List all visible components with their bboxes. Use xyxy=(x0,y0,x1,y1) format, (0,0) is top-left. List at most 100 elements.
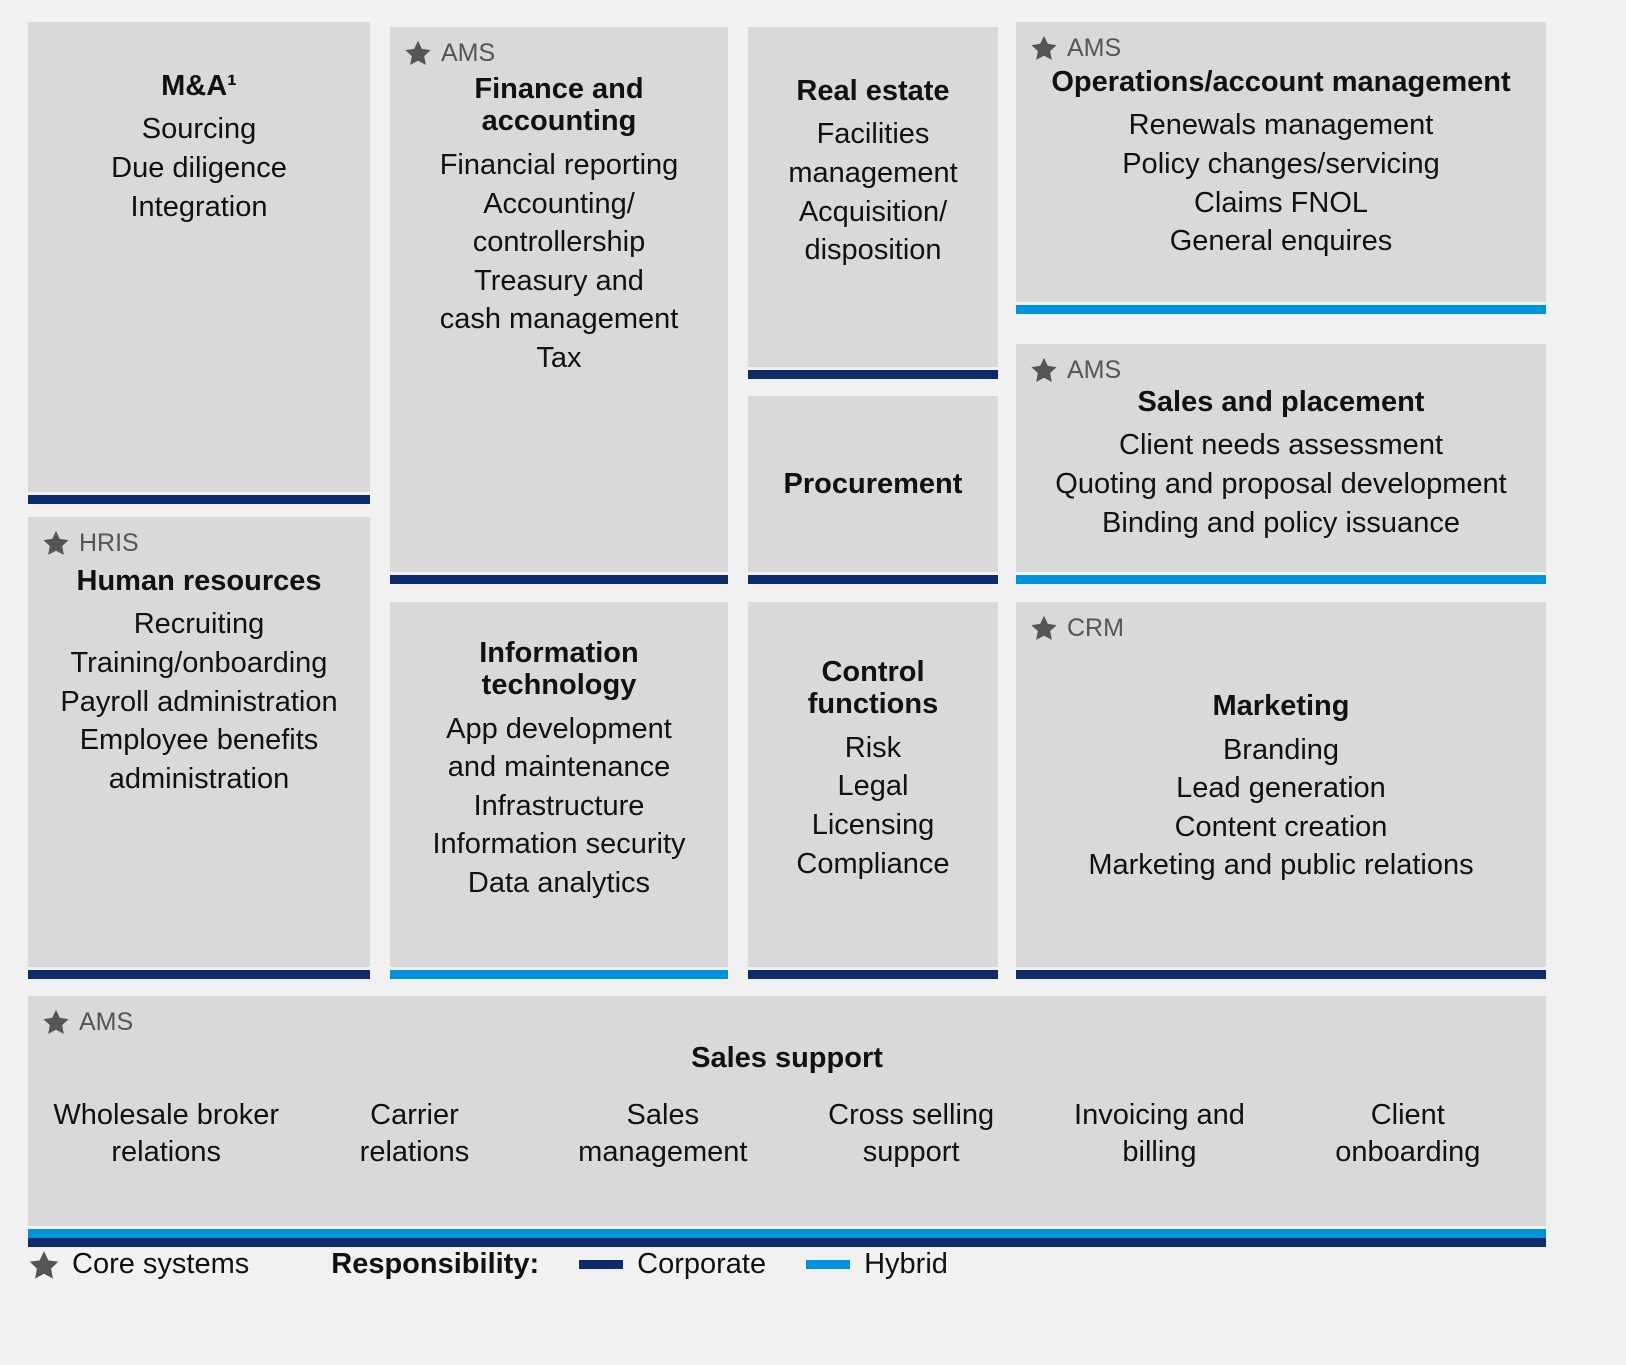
list-item: Treasury and cash management xyxy=(439,264,679,336)
list-item: App development and maintenance xyxy=(446,712,672,784)
panel-procurement[interactable]: Procurement xyxy=(748,396,998,584)
list-item: Cross selling support xyxy=(828,1099,995,1169)
star-icon xyxy=(1031,35,1057,60)
star-icon xyxy=(405,40,431,65)
legend-core-systems: Core systems xyxy=(28,1248,249,1281)
list-item: Client needs assessment xyxy=(1119,429,1443,462)
list-item: Employee benefits administration xyxy=(79,724,319,795)
panel-mergers-acquisitions[interactable]: M&A¹ Sourcing Due diligence Integration xyxy=(28,22,370,504)
list-item: Financial reporting xyxy=(439,148,679,181)
panel-real-estate[interactable]: Real estate Facilities management Acquis… xyxy=(748,27,998,379)
list-item: Quoting and proposal development xyxy=(1055,468,1507,501)
panel-body: Control functions Risk Legal Licensing C… xyxy=(748,602,998,967)
support-columns: Wholesale broker relations Carrier relat… xyxy=(28,1097,1546,1171)
list-item: General enquires xyxy=(1169,225,1393,258)
panel-control-functions[interactable]: Control functions Risk Legal Licensing C… xyxy=(748,602,998,979)
list-item: Facilities management xyxy=(788,118,958,190)
panel-title: Marketing xyxy=(1212,690,1350,723)
list-item: Risk xyxy=(844,731,902,764)
list-item: Training/onboarding xyxy=(70,647,328,680)
core-system-tag: AMS xyxy=(390,27,728,67)
panel-body: Procurement xyxy=(748,396,998,572)
corporate-swatch xyxy=(579,1260,624,1269)
legend-corporate-label: Corporate xyxy=(637,1248,767,1280)
panel-finance-accounting[interactable]: AMS Finance and accounting Financial rep… xyxy=(390,27,728,584)
list-item: Recruiting xyxy=(133,608,265,641)
responsibility-bar-corporate xyxy=(748,370,998,379)
legend: Core systems Responsibility: Corporate H… xyxy=(28,1248,948,1281)
panel-title: Finance and accounting xyxy=(474,73,644,138)
panel-title: Real estate xyxy=(796,75,950,107)
star-icon xyxy=(43,530,69,555)
list-item: Data analytics xyxy=(467,866,651,899)
list-item: Sales management xyxy=(578,1099,748,1169)
list-item: Client onboarding xyxy=(1335,1099,1481,1169)
list-item: Policy changes/servicing xyxy=(1122,148,1440,181)
responsibility-bar-corporate xyxy=(748,575,998,584)
list-item: Wholesale broker relations xyxy=(53,1099,279,1169)
responsibility-bar-corporate xyxy=(28,495,370,504)
core-system-label: HRIS xyxy=(79,528,139,557)
core-system-label: CRM xyxy=(1067,613,1124,642)
core-system-tag: CRM xyxy=(1016,602,1546,642)
list-item: Claims FNOL xyxy=(1193,186,1368,219)
legend-corporate: Corporate xyxy=(539,1248,766,1281)
list-item: Lead generation xyxy=(1176,772,1386,805)
panel-information-technology[interactable]: Information technology App development a… xyxy=(390,602,728,979)
hybrid-swatch xyxy=(806,1260,851,1269)
responsibility-bar-corporate xyxy=(1016,970,1546,979)
list-item: Renewals management xyxy=(1128,109,1434,142)
list-item: Sourcing xyxy=(141,113,257,146)
panel-title: Operations/account management xyxy=(1051,66,1511,98)
list-item: Legal xyxy=(837,770,909,803)
panel-sales-and-placement[interactable]: AMS Sales and placement Client needs ass… xyxy=(1016,344,1546,584)
list-item: Content creation xyxy=(1174,810,1388,843)
responsibility-bar-hybrid xyxy=(1016,305,1546,314)
panel-items: App development and maintenance Infrastr… xyxy=(432,710,685,903)
star-icon xyxy=(43,1009,69,1034)
list-item: Integration xyxy=(130,190,268,223)
core-system-label: AMS xyxy=(1067,33,1122,62)
panel-title: Information technology xyxy=(479,636,639,702)
panel-body: Real estate Facilities management Acquis… xyxy=(748,27,998,367)
list-item: Tax xyxy=(536,341,582,374)
panel-body: M&A¹ Sourcing Due diligence Integration xyxy=(28,22,370,492)
responsibility-bar-hybrid xyxy=(28,1229,1546,1238)
panel-items: Sourcing Due diligence Integration xyxy=(111,110,287,226)
panel-body: Sales and placement Client needs assessm… xyxy=(1016,384,1546,572)
responsibility-bar-corporate xyxy=(390,575,728,584)
legend-responsibility-label: Responsibility: xyxy=(331,1248,540,1280)
panel-items: Risk Legal Licensing Compliance xyxy=(796,729,949,883)
core-system-label: AMS xyxy=(1067,355,1122,384)
panel-body: Marketing Branding Lead generation Conte… xyxy=(1016,642,1546,967)
panel-body: Finance and accounting Financial reporti… xyxy=(390,67,728,572)
panel-title: Sales and placement xyxy=(1137,386,1425,418)
panel-human-resources[interactable]: HRIS Human resources Recruiting Training… xyxy=(28,517,370,979)
core-system-tag: AMS xyxy=(1016,344,1546,384)
panel-body: Information technology App development a… xyxy=(390,602,728,967)
legend-hybrid-label: Hybrid xyxy=(864,1248,948,1280)
panel-operations-account-management[interactable]: AMS Operations/account management Renewa… xyxy=(1016,22,1546,314)
panel-items: Financial reporting Accounting/ controll… xyxy=(440,146,679,377)
list-item: Licensing xyxy=(811,808,935,841)
panel-items: Branding Lead generation Content creatio… xyxy=(1088,731,1473,885)
panel-marketing[interactable]: CRM Marketing Branding Lead generation C… xyxy=(1016,602,1546,979)
panel-title: Human resources xyxy=(76,565,322,597)
legend-hybrid: Hybrid xyxy=(766,1248,948,1281)
star-icon xyxy=(1031,357,1057,382)
panel-title: Sales support xyxy=(691,1042,883,1074)
list-item: Compliance xyxy=(796,847,950,880)
panel-title: Procurement xyxy=(783,467,963,500)
list-item: Infrastructure xyxy=(473,789,645,822)
list-item: Payroll administration xyxy=(60,685,338,718)
panel-title: M&A¹ xyxy=(161,70,237,102)
list-item: Accounting/ controllership xyxy=(472,187,646,259)
panel-sales-support[interactable]: AMS Sales support Wholesale broker relat… xyxy=(28,996,1546,1247)
core-system-label: AMS xyxy=(441,38,496,67)
list-item: Due diligence xyxy=(111,152,287,185)
panel-items: Client needs assessment Quoting and prop… xyxy=(1055,426,1506,542)
panel-body: Sales support Wholesale broker relations… xyxy=(28,1036,1546,1226)
panel-items: Renewals management Policy changes/servi… xyxy=(1122,106,1440,260)
core-system-label: AMS xyxy=(79,1007,134,1036)
